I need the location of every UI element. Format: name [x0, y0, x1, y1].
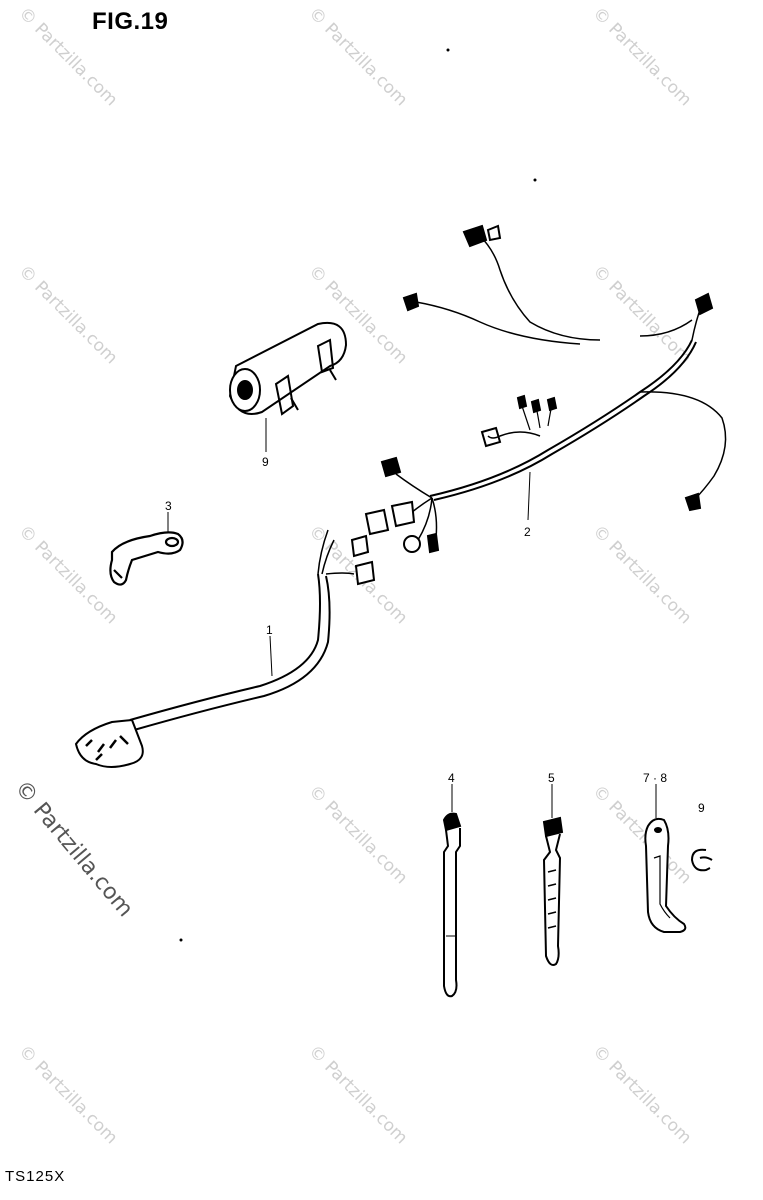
watermark: © Partzilla.com — [14, 521, 121, 628]
callout-3: 3 — [165, 499, 172, 513]
part-7-8-clamp — [644, 817, 687, 933]
callout-7-8: 7 · 8 — [643, 771, 667, 785]
callout-2: 2 — [524, 525, 531, 539]
leader-1 — [269, 635, 273, 677]
watermark: © Partzilla.com — [304, 781, 411, 888]
watermark: © Partzilla.com — [14, 261, 121, 368]
watermark: © Partzilla.com — [588, 261, 695, 368]
watermark: © Partzilla.com — [304, 1041, 411, 1148]
watermark: © Partzilla.com — [588, 781, 695, 888]
watermark: © Partzilla.com — [14, 3, 121, 110]
watermark: © Partzilla.com — [588, 3, 695, 110]
scan-specks — [179, 48, 537, 942]
watermark: © Partzilla.com — [14, 1041, 121, 1148]
figure-title: FIG.19 — [92, 8, 169, 35]
callout-6: 5 — [548, 771, 555, 785]
part-4-ignition-coil — [228, 322, 348, 416]
watermark: © Partzilla.com — [304, 3, 411, 110]
callout-1: 1 — [266, 623, 273, 637]
callout-5: 4 — [448, 771, 455, 785]
callout-4: 9 — [262, 455, 269, 469]
part-9-clip — [690, 848, 713, 872]
part-1-sub-harness — [74, 529, 376, 768]
model-code: TS125X — [5, 1168, 66, 1185]
part-6-band — [542, 816, 564, 966]
part-2-wiring-harness — [364, 224, 727, 554]
watermark: © Partzilla.com — [588, 1041, 695, 1148]
callout-9: 9 — [698, 801, 705, 815]
watermark-large: © Partzilla.com — [9, 776, 137, 922]
leader-2 — [527, 471, 531, 521]
part-3-bracket — [109, 531, 184, 586]
watermark: © Partzilla.com — [588, 521, 695, 628]
part-5-strap — [442, 812, 462, 998]
